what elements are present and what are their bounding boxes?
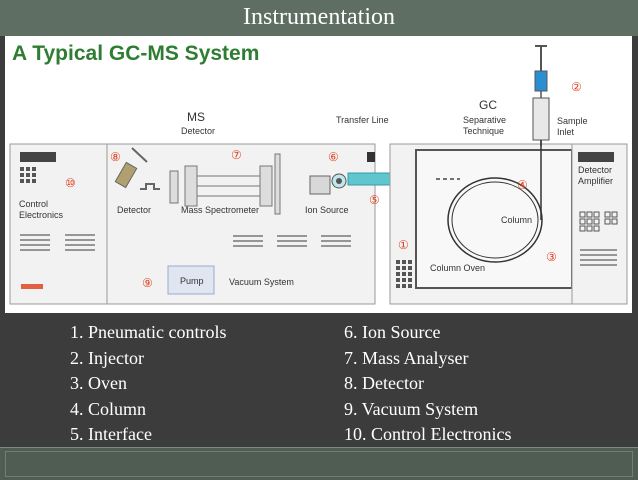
power-indicator	[21, 284, 43, 289]
pump-label: Pump	[180, 276, 204, 286]
amplifier-label-1: Detector	[578, 165, 612, 175]
column-oven	[415, 149, 573, 289]
number-3: ③	[546, 250, 557, 264]
column-coil-outer	[447, 177, 543, 263]
number-5: ⑤	[369, 193, 380, 207]
control-label-2: Electronics	[19, 210, 64, 220]
amplifier-display	[578, 152, 614, 162]
control-vents	[20, 234, 95, 251]
ion-source-label: Ion Source	[305, 205, 349, 215]
pneumatic-keypad	[396, 260, 412, 288]
legend-item: 5. Interface	[70, 424, 152, 444]
number-8: ⑧	[110, 150, 121, 164]
detector-plate	[140, 183, 160, 190]
column-coil-inner	[451, 181, 539, 259]
legend-item: 9. Vacuum System	[344, 398, 479, 419]
column-oven-label: Column Oven	[430, 263, 485, 273]
detector-lead	[131, 147, 148, 163]
number-7: ⑦	[231, 148, 242, 162]
footer-frame	[5, 451, 633, 477]
number-9: ⑨	[142, 276, 153, 290]
gc-sub-label-1: Separative	[463, 115, 506, 125]
control-electronics-cabinet	[9, 143, 108, 305]
title-bar	[0, 0, 638, 36]
legend-left: 1. Pneumatic controls 2. Injector 3. Ove…	[70, 320, 226, 448]
number-10: ⑩	[65, 176, 76, 190]
transfer-line-clamp	[367, 152, 375, 162]
legend-item: 8. Detector	[344, 373, 424, 393]
ms-detector-label: Detector	[181, 126, 215, 136]
legend-item: 4. Column	[70, 398, 147, 419]
column-label: Column	[501, 215, 532, 225]
detector-label: Detector	[117, 205, 151, 215]
legend-item: 6. Ion Source	[344, 322, 441, 342]
inlet-label: Inlet	[557, 127, 575, 137]
number-2: ②	[571, 80, 582, 94]
mass-spectrometer-rods	[169, 153, 281, 215]
legend-item: 7. Mass Analyser	[344, 347, 469, 368]
vacuum-system-label: Vacuum System	[229, 277, 294, 287]
detector-element	[114, 161, 138, 189]
syringe-barrel	[534, 70, 548, 92]
number-6: ⑥	[328, 150, 339, 164]
mass-spectrometer-label: Mass Spectrometer	[181, 205, 259, 215]
pump-box	[167, 265, 215, 295]
amplifier-label-2: Amplifier	[578, 176, 613, 186]
sample-label: Sample	[557, 116, 588, 126]
ion-source	[309, 173, 347, 195]
ms-vents	[233, 235, 351, 247]
sample-inlet	[532, 97, 550, 141]
ms-cabinet	[106, 143, 376, 305]
legend-item: 1. Pneumatic controls	[70, 322, 227, 342]
ms-label: MS	[187, 110, 205, 124]
transfer-line-label: Transfer Line	[336, 115, 389, 125]
footer-bar	[0, 447, 638, 480]
figure-title: A Typical GC-MS System	[12, 42, 260, 65]
legend-item: 3. Oven	[70, 373, 127, 393]
control-label-1: Control	[19, 199, 48, 209]
gc-sub-label-2: Technique	[463, 126, 504, 136]
legend-item: 10. Control Electronics	[344, 424, 512, 444]
gcms-diagram: Control Electronics ⑩ MS Detector ⑧ Dete…	[9, 45, 628, 305]
legend-right: 6. Ion Source 7. Mass Analyser 8. Detect…	[344, 320, 511, 448]
amplifier-vents	[580, 249, 617, 266]
gc-label: GC	[479, 98, 497, 112]
legend-item: 2. Injector	[70, 347, 144, 368]
control-keypad	[20, 167, 36, 183]
slide-title: Instrumentation	[243, 4, 395, 30]
control-display	[20, 152, 56, 162]
amplifier-keypad	[579, 211, 618, 232]
number-4: ④	[517, 178, 528, 192]
number-1: ①	[398, 238, 409, 252]
